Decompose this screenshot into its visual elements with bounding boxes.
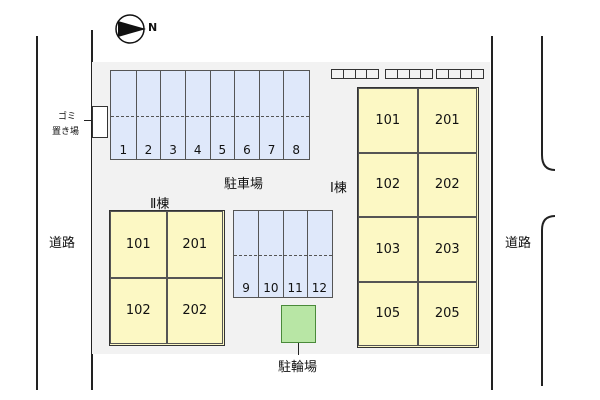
stall-number: 11 [287, 281, 303, 295]
parking-bottom: 9 10 11 12 [233, 210, 333, 298]
building-1-unit: 105 [358, 281, 418, 346]
bicycle-parking [281, 305, 316, 343]
building-2-unit: 101 [110, 211, 167, 278]
bottom-stall: 10 [258, 211, 282, 297]
building-1-unit: 203 [417, 217, 477, 282]
bottom-stall: 11 [282, 211, 307, 297]
road-left-label: 道路 [49, 236, 76, 251]
bicycle-parking-label: 駐輪場 [278, 360, 318, 375]
building-1-unit: 201 [417, 88, 477, 153]
stall-number: 4 [193, 143, 202, 157]
top-stall: 1 [111, 71, 136, 159]
top-stall: 7 [258, 71, 284, 159]
top-stall: 8 [283, 71, 308, 159]
stall-number: 5 [218, 143, 227, 157]
garbage-label-line2: 置き場 [52, 127, 80, 137]
stall-number: 8 [292, 143, 300, 157]
road-right-inner-edge [491, 36, 493, 390]
top-stall: 5 [209, 71, 235, 159]
garbage-area [92, 106, 108, 138]
stall-number: 10 [263, 281, 279, 295]
building-2-label: Ⅱ棟 [150, 197, 170, 212]
road-right-label: 道路 [505, 236, 532, 251]
compass-north-label: N [148, 21, 158, 34]
building-1-unit: 205 [417, 281, 477, 346]
top-stall: 2 [135, 71, 161, 159]
building-1-label: Ⅰ棟 [330, 181, 347, 196]
stall-number: 7 [267, 143, 276, 157]
bottom-stall: 12 [306, 211, 331, 297]
road-left-edge [36, 36, 38, 390]
building-2-unit: 201 [166, 211, 223, 278]
stall-number: 12 [311, 281, 328, 295]
stall-number: 6 [243, 143, 251, 157]
building-1-unit: 202 [417, 152, 477, 217]
building-1-unit: 101 [358, 88, 418, 153]
stall-number: 3 [169, 143, 177, 157]
parking-label: 駐車場 [224, 177, 264, 192]
meter-box-3 [436, 69, 484, 79]
garbage-label-line1: ゴミ [58, 112, 77, 122]
parking-top: 1 2 3 4 5 6 7 8 [110, 70, 310, 160]
building-1-unit: 103 [358, 217, 418, 282]
building-2-unit: 202 [166, 277, 223, 344]
building-2-unit: 102 [110, 277, 167, 344]
top-stall: 6 [234, 71, 259, 159]
top-stall: 3 [160, 71, 185, 159]
meter-box-1 [331, 69, 379, 79]
stall-number: 9 [242, 281, 250, 295]
bicycle-leader-line [298, 343, 299, 355]
stall-number: 1 [119, 143, 128, 157]
compass-icon [115, 14, 146, 44]
bottom-stall: 9 [234, 211, 258, 297]
building-1-unit: 102 [358, 152, 418, 217]
top-stall: 4 [184, 71, 210, 159]
stall-number: 2 [144, 143, 153, 157]
meter-box-2 [385, 69, 433, 79]
road-right-outer-edge [541, 36, 556, 386]
garbage-leader-line [84, 120, 93, 121]
